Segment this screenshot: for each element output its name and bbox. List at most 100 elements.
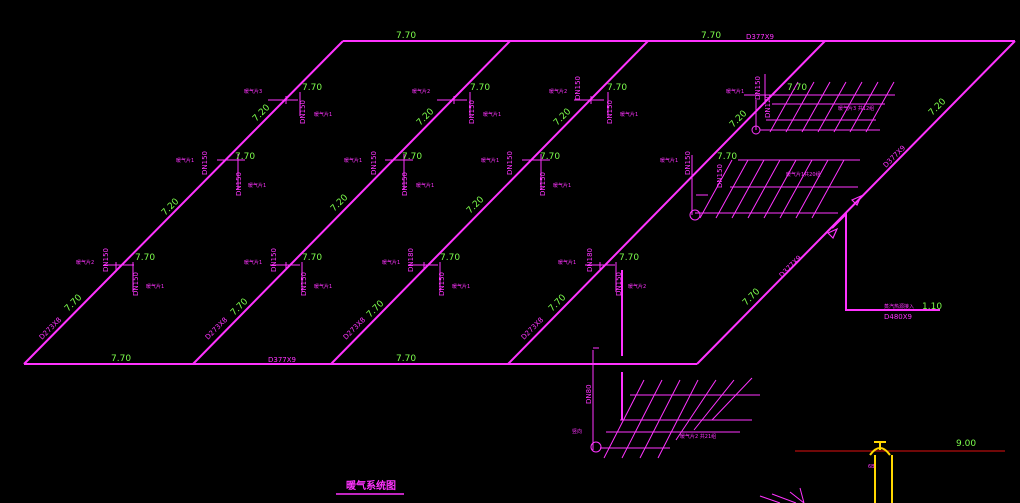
- valve-icon: [689, 209, 701, 221]
- elev-label: 7.70: [787, 83, 807, 93]
- heater-label: 暖气片2: [76, 259, 94, 266]
- heater-label: 暖气片1: [481, 157, 499, 164]
- flow-arrow-2: [826, 227, 839, 240]
- elev-label: 7.20: [415, 107, 436, 128]
- elev-label: 7.70: [135, 253, 155, 263]
- elev-label: 7.70: [111, 354, 131, 364]
- branch-size-label: DN150: [370, 151, 378, 175]
- heater-label: 暖气片3: [244, 88, 262, 95]
- heater-label: 暖气片1: [314, 283, 332, 290]
- heater-label: 暖气片1: [146, 283, 164, 290]
- coil-radiator-c: [600, 377, 760, 459]
- heater-label: 暖气片1: [248, 182, 266, 189]
- elev-label: 7.70: [235, 152, 255, 162]
- elev-label: 7.20: [728, 109, 749, 130]
- feed-pipe-label: D480X9: [884, 313, 912, 321]
- drawing-title: 暖气系统图: [346, 479, 396, 492]
- heater-label: 暖气片1: [660, 157, 678, 164]
- elev-label: 7.70: [396, 354, 416, 364]
- elev-label: 7.20: [552, 107, 573, 128]
- coil-radiator-b: [695, 159, 860, 219]
- elev-label: 7.70: [741, 287, 762, 308]
- diag-pipe-label-2: D273X8: [204, 316, 229, 341]
- branch-size-label: DN150: [615, 272, 623, 296]
- heater-label: 暖气片1: [314, 111, 332, 118]
- heater-label: 暖气片1: [382, 259, 400, 266]
- tank-label: 6B: [868, 464, 875, 470]
- riser-label: 竖向: [572, 428, 582, 435]
- elev-label: 7.70: [396, 31, 416, 41]
- branch-size-label: DN180: [407, 248, 415, 272]
- elev-label: 7.20: [251, 103, 272, 124]
- heater-label: 暖气片1: [558, 259, 576, 266]
- elev-label: 7.70: [619, 253, 639, 263]
- elev-label: 7.20: [329, 193, 350, 214]
- heater-label: 暖气片1: [244, 259, 262, 266]
- branch-stubs: [104, 74, 766, 450]
- heater-label: 暖气片1: [483, 111, 501, 118]
- elev-label: 7.70: [540, 152, 560, 162]
- right-pipe-label: D377X9: [882, 144, 907, 169]
- branch-size-label: DN150: [506, 151, 514, 175]
- bottom-pipe-label: D377X9: [268, 356, 296, 364]
- branch-size-label: DN150: [270, 248, 278, 272]
- elev-label: 7.70: [440, 253, 460, 263]
- diag-pipe-3: [330, 40, 649, 365]
- flow-arrows: [826, 194, 863, 240]
- branch-size-label: DN150: [300, 272, 308, 296]
- branch-size-label: DN150: [235, 172, 243, 196]
- coil-label: 暖气片1共20组: [786, 171, 821, 178]
- elev-label: 7.70: [607, 83, 627, 93]
- elev-ground-label: 9.00: [956, 439, 976, 449]
- elev-label: 7.70: [63, 293, 84, 314]
- diag-pipe-2: [192, 40, 511, 365]
- branch-size-label: DN150: [468, 100, 476, 124]
- branch-size-label: DN150: [716, 164, 724, 188]
- branch-size-label: DN150: [299, 100, 307, 124]
- coil-label: 暖气片2 共21组: [680, 433, 716, 440]
- elev-label: 7.70: [470, 83, 490, 93]
- valve-icon: [590, 441, 602, 453]
- branch-size-label: DN150: [438, 272, 446, 296]
- branch-size-label: DN150: [201, 151, 209, 175]
- feed-inlet-label: 蒸汽热源接入: [884, 303, 914, 310]
- valve-icon: [751, 125, 761, 135]
- branch-size-label: DN150: [574, 76, 582, 100]
- coil-radiator-a: [760, 81, 895, 133]
- heater-label: 暖气片1: [620, 111, 638, 118]
- elev-label: 7.70: [302, 253, 322, 263]
- elev-feed-label: 1.10: [922, 302, 942, 312]
- branch-size-label: DN150: [132, 272, 140, 296]
- diag-pipe-1: [23, 40, 344, 365]
- heater-label: 暖气片1: [452, 283, 470, 290]
- branch-size-label: DN120: [764, 94, 772, 118]
- heater-label: 暖气片1: [553, 182, 571, 189]
- top-pipe-label: D377X9: [746, 33, 774, 41]
- heater-label: 暖气片2: [549, 88, 567, 95]
- branch-size-label: DN150: [684, 151, 692, 175]
- feed-pipe: [831, 211, 940, 311]
- corner-hatch: [759, 487, 805, 503]
- branch-size-label: DN150: [754, 76, 762, 100]
- flow-arrow-1: [850, 194, 863, 207]
- valves: [590, 125, 761, 453]
- coil-label: 暖气片3 共12组: [838, 105, 874, 112]
- heater-label: 暖气片1: [344, 157, 362, 164]
- heater-label: 暖气片2: [412, 88, 430, 95]
- heater-label: 暖气片2: [628, 283, 646, 290]
- elev-label: 7.20: [465, 195, 486, 216]
- right-pipe-label-2: D377X9: [778, 254, 803, 279]
- heater-label: 暖气片1: [726, 88, 744, 95]
- pipe-grid: [23, 40, 1016, 420]
- elev-label: 7.70: [402, 152, 422, 162]
- diag-pipe-label-3: D273X8: [342, 316, 367, 341]
- branch-size-label: DN150: [102, 248, 110, 272]
- elev-label: 7.20: [927, 97, 948, 118]
- branch-size-label: DN150: [401, 172, 409, 196]
- branch-size-label: DN150: [606, 100, 614, 124]
- elev-label: 7.70: [701, 31, 721, 41]
- branch-size-label: DN80: [585, 384, 593, 404]
- heater-label: 暖气片1: [176, 157, 194, 164]
- branch-size-label: DN150: [539, 172, 547, 196]
